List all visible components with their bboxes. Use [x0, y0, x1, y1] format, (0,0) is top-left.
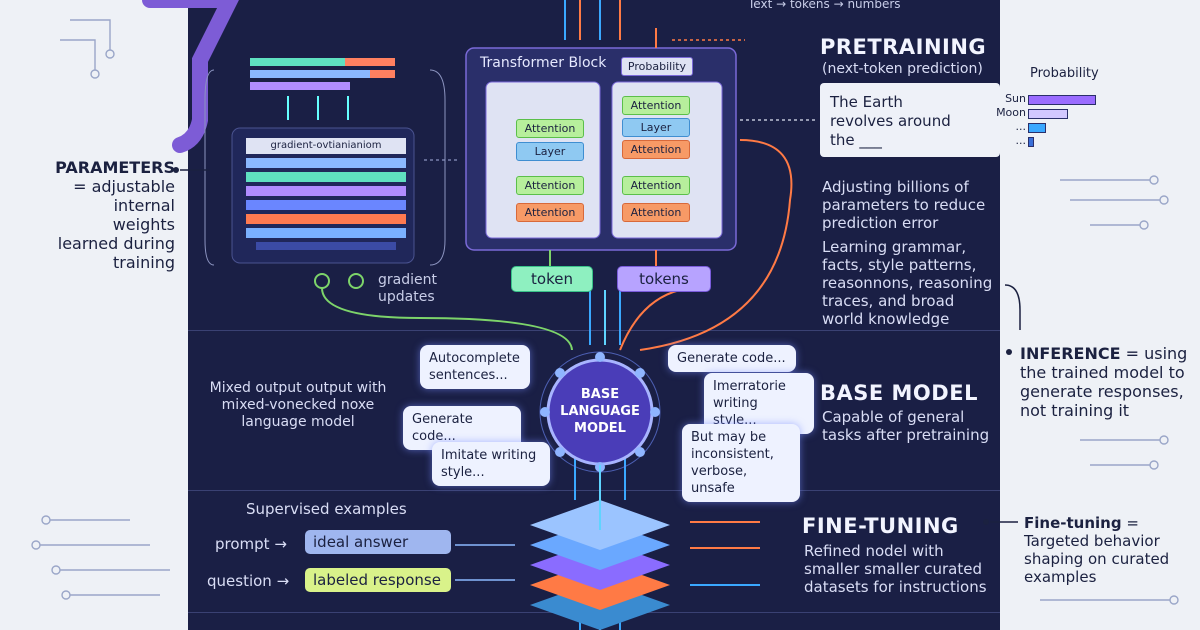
probability-bar: [1028, 95, 1096, 105]
probability-chip: Probability: [621, 57, 693, 76]
base-model-label: BASE LANGUAGE MODEL: [560, 387, 640, 436]
bubble-imitate-style: Imitate writing style...: [432, 442, 550, 486]
finetuning-side-desc: = Targeted behavior shaping on curated e…: [1024, 514, 1170, 586]
attention-block: Attention: [622, 176, 690, 195]
probability-bar: [1028, 137, 1035, 147]
token-chip: token: [511, 266, 593, 292]
parameters-desc: = adjustable internal weights learned du…: [57, 177, 175, 272]
pretraining-subtitle: (next-token prediction): [822, 61, 983, 77]
parameters-title: PARAMETERS: [55, 158, 175, 177]
bubble-autocomplete: Autocomplete sentences...: [420, 345, 530, 389]
option-label: ...: [1015, 120, 1027, 133]
section-divider: [188, 330, 1000, 331]
prediction-card: [820, 83, 1000, 157]
pretraining-desc-2: Learning grammar, facts, style patterns,…: [822, 238, 993, 328]
layer-block: Layer: [622, 118, 690, 137]
bubble-generate-code: Generate code...: [403, 406, 521, 450]
attention-block: Attention: [516, 176, 584, 195]
row-input-prompt: prompt →: [215, 535, 287, 553]
option-label: Sun: [1005, 92, 1026, 105]
row-input-question: question →: [207, 572, 290, 590]
finetuning-side-title: Fine-tuning: [1024, 514, 1122, 532]
pretraining-desc-1: Adjusting billions of parameters to redu…: [822, 178, 986, 232]
base-model-desc: Capable of general tasks after pretraini…: [822, 408, 990, 444]
probability-bar: [1028, 123, 1046, 133]
attention-block: Attention: [516, 119, 584, 138]
mixed-output-note: Mixed output output with mixed-vonecked …: [209, 380, 387, 430]
prediction-prompt: The Earth revolves around the ___: [830, 93, 951, 149]
bubble-unsafe-warning: But may be inconsistent, verbose, unsafe: [682, 424, 800, 502]
inference-note: INFERENCE = using the trained model to g…: [1020, 344, 1192, 420]
base-model-title: BASE MODEL: [820, 381, 978, 405]
bubble-generate-code-right: Generate code...: [668, 345, 796, 372]
pretraining-title: PRETRAINING: [820, 35, 987, 59]
probability-header: Probability: [1030, 66, 1099, 81]
funnel-icon: [142, 0, 239, 153]
finetuning-title: FINE-TUNING: [802, 514, 959, 538]
gradient-label: gradient-ovtianianiom: [246, 138, 406, 154]
inference-title: INFERENCE: [1020, 344, 1121, 363]
option-label: Moon: [996, 106, 1026, 119]
finetuning-note: Fine-tuning = Targeted behavior shaping …: [1024, 514, 1184, 586]
probability-bars: [1028, 94, 1098, 152]
attention-block: Attention: [516, 203, 584, 222]
inference-desc: = using the trained model to generate re…: [1020, 344, 1188, 420]
finetuning-desc: Refined nodel with smaller smaller curat…: [804, 542, 987, 596]
probability-bar: [1028, 109, 1068, 119]
parameters-note: PARAMETERS = adjustable internal weights…: [55, 158, 175, 272]
probability-options: Sun Moon ... ...: [986, 92, 1026, 148]
layer-block: Layer: [516, 142, 584, 161]
transformer-title: Transformer Block: [480, 55, 607, 71]
supervised-label: Supervised examples: [246, 500, 407, 518]
labeled-response-chip: labeled response: [305, 568, 451, 592]
attention-block: Attention: [622, 96, 690, 115]
ideal-answer-chip: ideal answer: [305, 530, 451, 554]
section-divider: [188, 490, 1000, 491]
attention-block: Attention: [622, 203, 690, 222]
attention-block: Attention: [622, 140, 690, 159]
pipeline-caption: Text → tokens → numbers: [748, 0, 901, 11]
tokens-chip: tokens: [617, 266, 711, 292]
option-label: ...: [1015, 134, 1027, 147]
gradient-updates-label: gradient updates: [378, 272, 437, 305]
